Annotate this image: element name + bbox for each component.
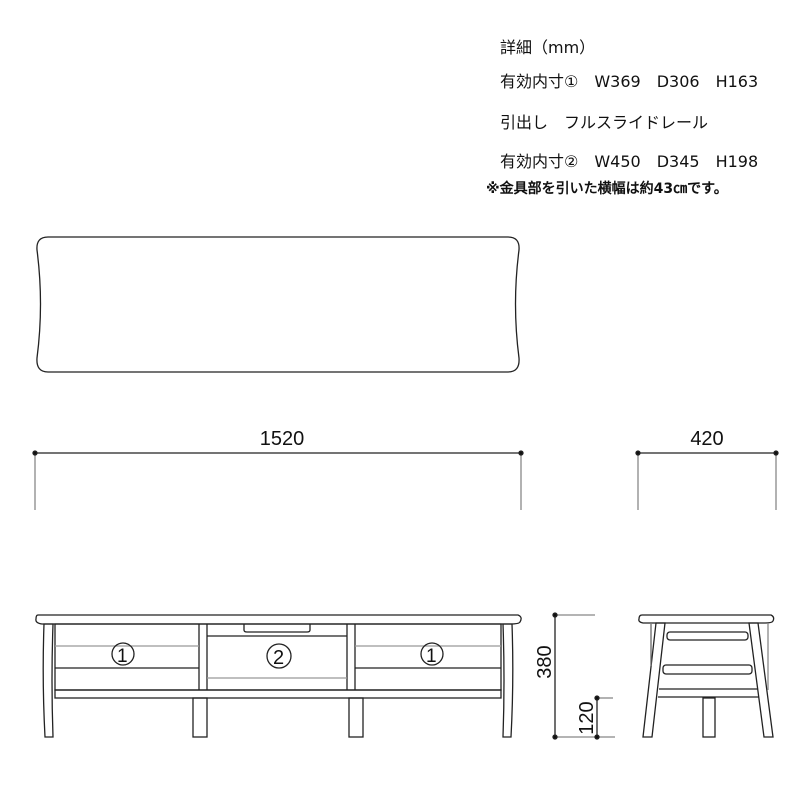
height-label: 380	[534, 645, 556, 678]
clearance-dimension: 120	[576, 695, 613, 740]
clearance-label: 120	[576, 701, 598, 734]
front-view: ① 1 2 1 ② ①	[35, 614, 522, 738]
svg-text:1: 1	[426, 646, 437, 667]
inner-dimension-1: 有効内寸① W369 D306 H163	[500, 72, 759, 91]
svg-text:1: 1	[117, 646, 128, 667]
specs-title: 詳細（mm）	[500, 38, 596, 57]
depth-dimension: 420	[635, 428, 779, 510]
height-dimension: 380	[534, 612, 615, 740]
drawer-handle	[243, 624, 311, 633]
hardware-note: ※金具部を引いた横幅は約43㎝です。	[486, 181, 728, 197]
top-view-outline	[36, 236, 520, 373]
drawer-rail-spec: 引出し フルスライドレール	[500, 113, 709, 132]
width-label: 1520	[260, 428, 305, 450]
width-dimension: 1520	[32, 428, 524, 510]
inner-dimension-2: 有効内寸② W450 D345 H198	[500, 152, 759, 171]
side-view	[638, 614, 775, 738]
svg-text:2: 2	[273, 647, 284, 669]
depth-label: 420	[690, 428, 723, 450]
